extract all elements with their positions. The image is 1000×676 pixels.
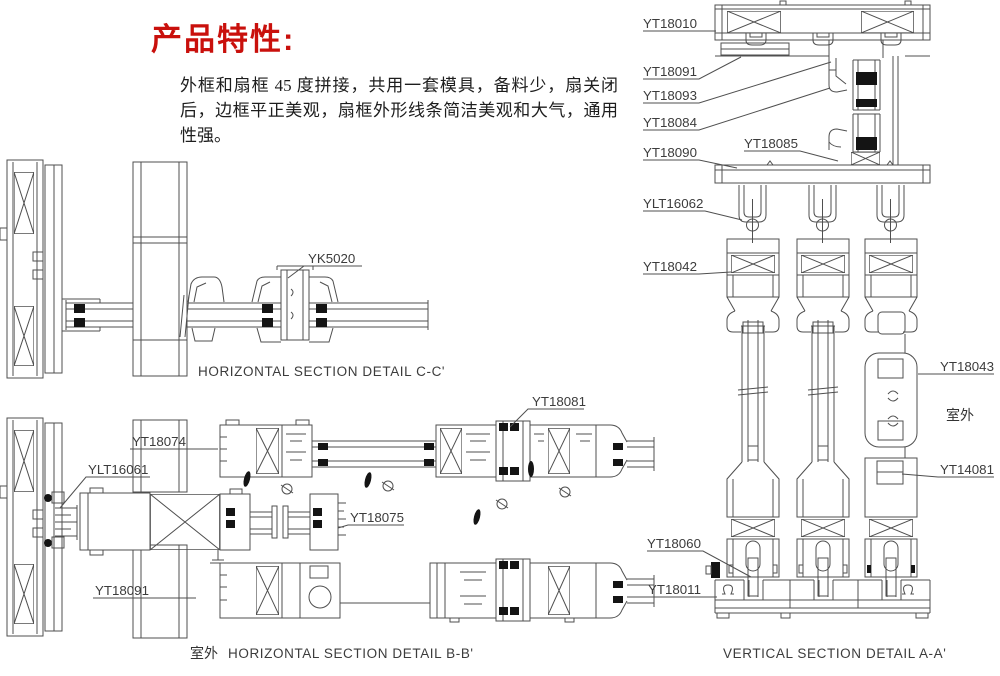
part-label-yt18043: YT18043	[940, 359, 994, 374]
leader-yt18093	[643, 61, 832, 104]
part-label-ylt16062: YLT16062	[643, 196, 703, 211]
leader-yt18075	[337, 524, 404, 529]
page-title: 产品特性:	[151, 22, 296, 57]
part-label-yt18060: YT18060	[647, 536, 701, 551]
leader-yt18060	[647, 550, 752, 578]
leader-yt18084	[643, 87, 831, 131]
part-label-yt18074: YT18074	[132, 434, 186, 449]
part-label-yt18084: YT18084	[643, 115, 697, 130]
a-outdoor-label: 室外	[946, 407, 974, 423]
part-label-yt18011: YT18011	[648, 582, 701, 597]
b-outdoor-label: 室外	[190, 645, 218, 661]
a-section-drawing: YT18010 YT18091 YT18093 YT18084 YT18085 …	[643, 0, 994, 661]
b-section-caption: HORIZONTAL SECTION DETAIL B-B'	[228, 646, 474, 661]
leader-ylt16061	[59, 476, 150, 509]
part-label-yt18085: YT18085	[744, 136, 798, 151]
b-section-drawing: YT18074 YLT16061 YT18081 YT18075 YT18091…	[0, 394, 655, 661]
part-label-yt18081: YT18081	[532, 394, 586, 409]
part-label-yt18091-a: YT18091	[643, 64, 697, 79]
screw-symbols	[280, 480, 572, 510]
leader-yt18091-a	[643, 56, 742, 80]
part-label-yt18042: YT18042	[643, 259, 697, 274]
part-label-yt18075: YT18075	[350, 510, 404, 525]
leader-yt18090	[643, 159, 738, 169]
c-section-drawing: YK5020 HORIZONTAL SECTION DETAIL C-C'	[0, 160, 445, 379]
leader-yt18081	[509, 408, 584, 428]
product-description: 外框和扇框 45 度拼接，共用一套模具，备料少，扇关闭后，边框平正美观，扇框外形…	[180, 76, 618, 145]
a-section-caption: VERTICAL SECTION DETAIL A-A'	[723, 646, 946, 661]
leader-yt18085	[744, 150, 839, 162]
part-label-yt18010: YT18010	[643, 16, 697, 31]
part-label-yt18093: YT18093	[643, 88, 697, 103]
leader-ylt16062	[643, 210, 743, 221]
part-label-ylt16061: YLT16061	[88, 462, 148, 477]
part-label-yt18090: YT18090	[643, 145, 697, 160]
leader-yk5020	[287, 265, 362, 279]
leader-yt18042	[643, 271, 732, 275]
c-section-caption: HORIZONTAL SECTION DETAIL C-C'	[198, 364, 445, 379]
part-label-yk5020: YK5020	[308, 251, 355, 266]
part-label-yt18091-b: YT18091	[95, 583, 149, 598]
part-label-yt14081: YT14081	[940, 462, 994, 477]
leader-yt14081	[901, 473, 994, 478]
